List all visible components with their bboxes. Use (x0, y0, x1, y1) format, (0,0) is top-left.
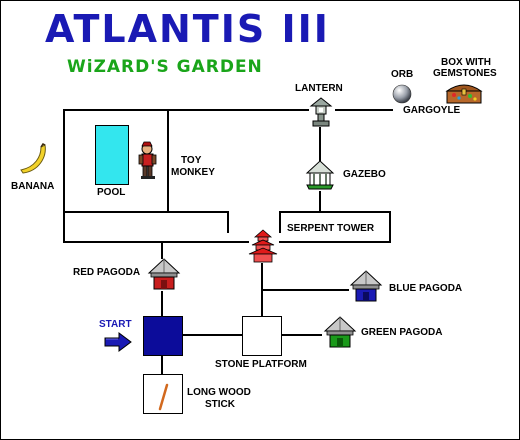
path-line (279, 211, 391, 213)
pool-label: POOL (97, 187, 126, 198)
orb-icon[interactable] (391, 83, 413, 105)
wood-stick-icon (158, 383, 169, 411)
stick-square[interactable] (143, 374, 183, 414)
stone-lantern-icon[interactable] (308, 95, 334, 129)
path-line (63, 109, 65, 243)
banana-icon[interactable] (17, 143, 51, 177)
serpent-tower-label: SERPENT TOWER (287, 223, 375, 234)
path-line (389, 211, 391, 243)
path-line (279, 211, 281, 233)
path-line (261, 289, 349, 291)
start-square[interactable] (143, 316, 183, 356)
arrow-right-icon (103, 331, 133, 353)
map-subtitle: WiZARD'S GARDEN (67, 57, 263, 77)
treasure-chest-icon[interactable] (444, 81, 484, 105)
green-pagoda-label: GREEN PAGODA (361, 327, 443, 338)
path-line (161, 354, 163, 376)
orb-label: ORB (391, 69, 414, 80)
serpent-tower-icon[interactable] (247, 229, 279, 265)
path-line (335, 109, 393, 111)
path-line (167, 109, 169, 213)
path-line (280, 334, 322, 336)
path-line (161, 291, 163, 317)
red-pagoda-icon[interactable] (147, 257, 181, 291)
blue-pagoda-label: BLUE PAGODA (389, 283, 463, 294)
start-label: START (99, 319, 132, 330)
path-line (319, 127, 321, 161)
path-line (63, 211, 229, 213)
stone-platform-label: STONE PLATFORM (215, 359, 307, 370)
path-line (63, 109, 309, 111)
path-line (181, 334, 243, 336)
stone-platform[interactable] (242, 316, 282, 356)
path-line (161, 241, 163, 259)
stick-label-1: LONG WOOD (187, 387, 251, 398)
path-line (319, 191, 321, 211)
box-label-2: GEMSTONES (433, 68, 497, 79)
stick-label-2: STICK (205, 399, 235, 410)
toy-monkey-icon[interactable] (135, 141, 161, 181)
pool[interactable] (95, 125, 129, 185)
gazebo-label: GAZEBO (343, 169, 386, 180)
map-title: ATLANTIS III (45, 7, 330, 51)
path-line (227, 211, 229, 233)
path-line (63, 241, 249, 243)
toy-monkey-label-1: TOY (181, 155, 202, 166)
gazebo-icon[interactable] (305, 159, 335, 191)
blue-pagoda-icon[interactable] (349, 269, 383, 303)
lantern-label: LANTERN (295, 83, 343, 94)
toy-monkey-label-2: MONKEY (171, 167, 215, 178)
box-label-1: BOX WITH (441, 57, 491, 68)
banana-label: BANANA (11, 181, 55, 192)
red-pagoda-label: RED PAGODA (73, 267, 141, 278)
gargoyle-label: GARGOYLE (403, 105, 461, 116)
green-pagoda-icon[interactable] (323, 315, 357, 349)
path-line (279, 241, 391, 243)
